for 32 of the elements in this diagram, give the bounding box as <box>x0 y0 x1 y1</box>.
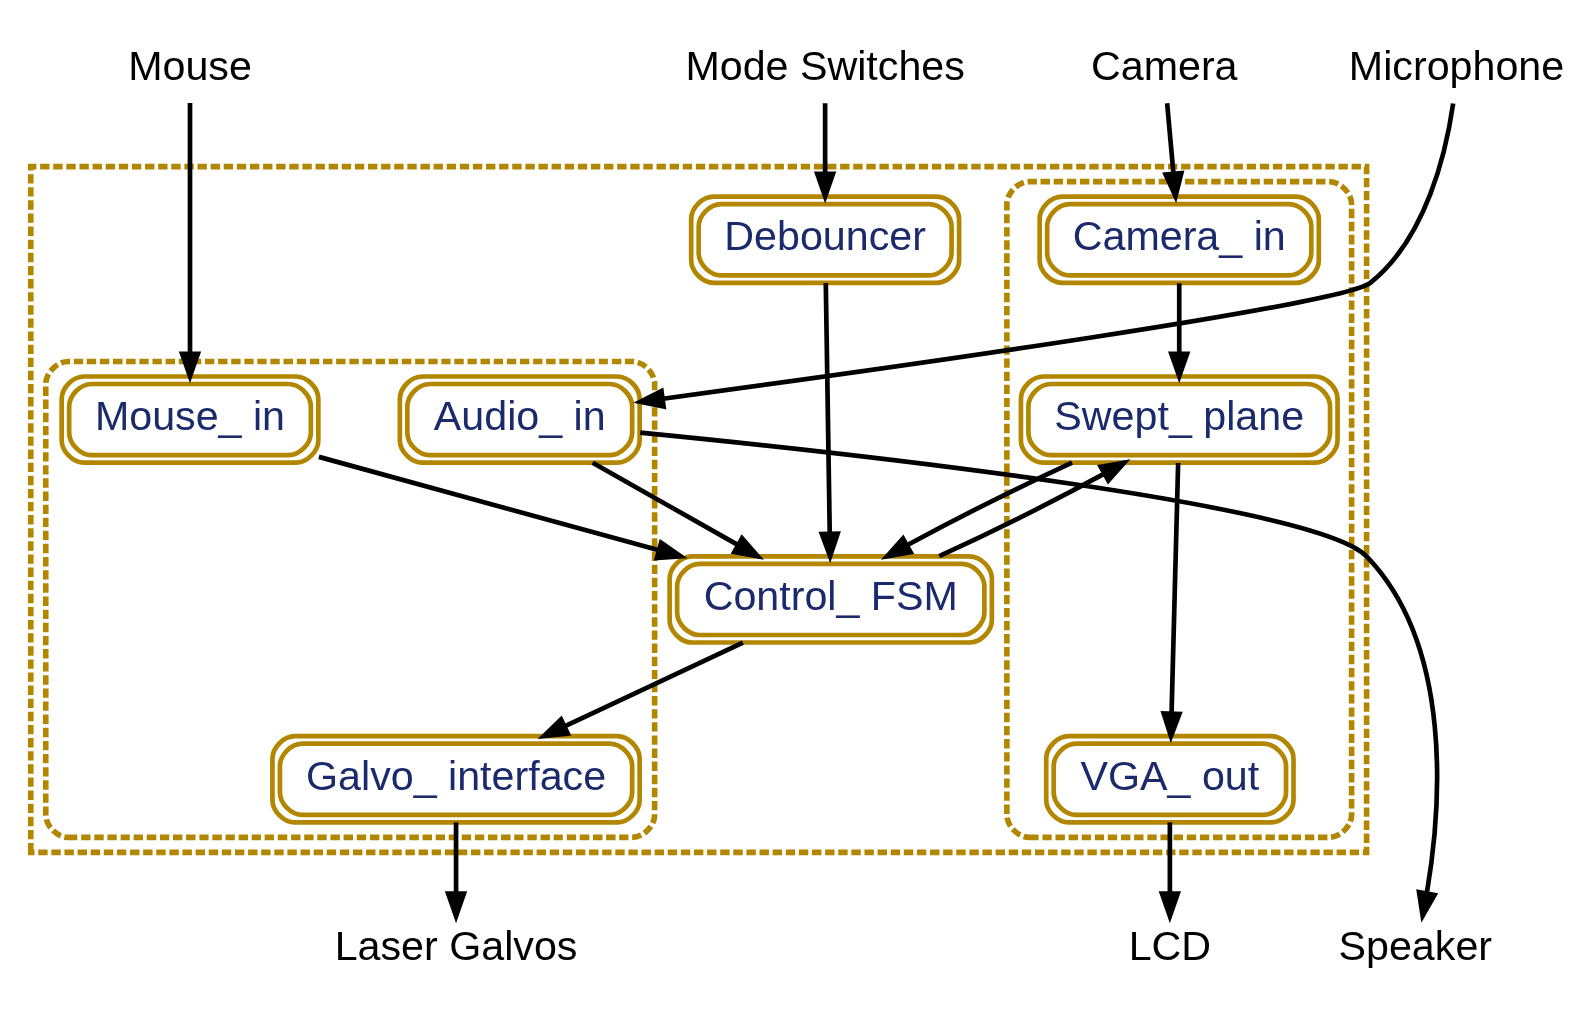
arrow <box>537 640 744 740</box>
arrow <box>1158 822 1182 924</box>
arrow <box>813 103 837 204</box>
arrow <box>318 454 688 561</box>
node-text: Camera <box>1090 42 1238 89</box>
node-box: Control_ FSM <box>667 554 995 645</box>
node-text: Speaker <box>1338 923 1493 970</box>
arrow <box>818 283 841 564</box>
node-box: Galvo_ interface <box>270 733 642 825</box>
node-text: Mode Switches <box>685 42 965 89</box>
cluster <box>1004 178 1355 841</box>
node-box: Audio_ in <box>397 374 642 465</box>
arrow <box>639 430 1440 923</box>
arrow <box>178 103 202 384</box>
node-box: VGA_ out <box>1043 733 1296 825</box>
arrow <box>1168 283 1191 384</box>
node-text: LCD <box>1128 923 1212 970</box>
node-box: Mouse_ in <box>59 374 321 465</box>
arrow <box>1160 462 1183 744</box>
node-box: Camera_ in <box>1037 194 1322 286</box>
arrow <box>444 822 468 924</box>
cluster <box>27 163 1370 856</box>
arrow <box>880 460 1074 560</box>
arrow <box>1162 103 1185 204</box>
arrow <box>938 459 1131 559</box>
arrow <box>633 103 1456 410</box>
node-text: Laser Galvos <box>334 923 578 970</box>
node-box: Swept_ plane <box>1018 374 1340 465</box>
node-text: Microphone <box>1348 42 1565 89</box>
node-text: Mouse <box>128 42 252 89</box>
node-box: Debouncer <box>688 194 962 286</box>
arrow <box>591 460 764 560</box>
